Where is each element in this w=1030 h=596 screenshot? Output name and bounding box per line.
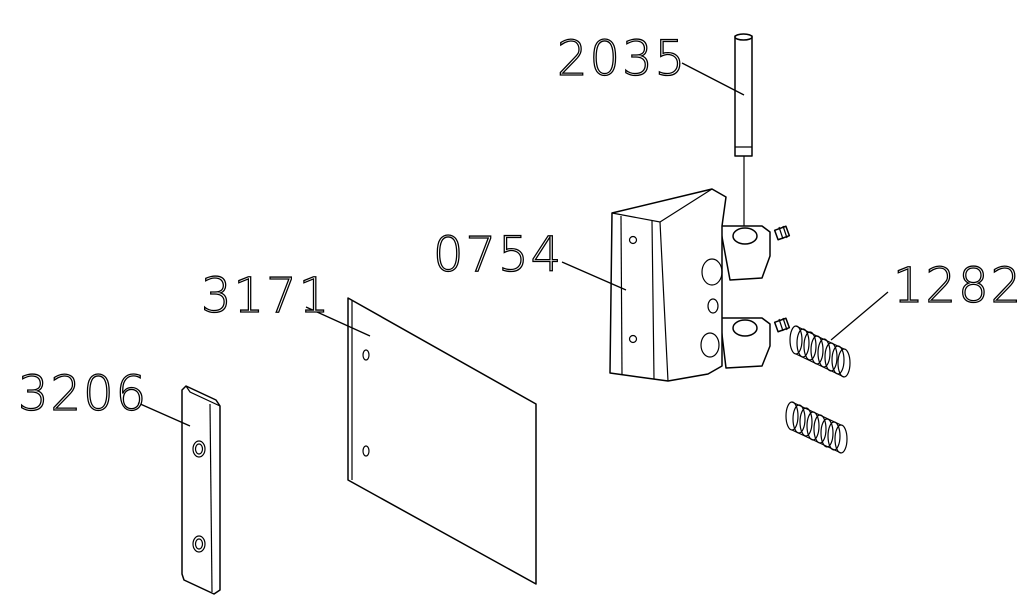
pin-part xyxy=(734,33,753,236)
label-clamp-strip: 3206 xyxy=(18,366,148,422)
leader-3206 xyxy=(137,402,191,427)
label-pin: 2035 xyxy=(557,31,687,87)
leader-lines xyxy=(137,62,889,427)
clamp-strip-part xyxy=(181,385,221,595)
leader-3171 xyxy=(305,306,371,337)
label-glass-panel: 3171 xyxy=(201,268,331,324)
glass-panel-part xyxy=(347,297,537,585)
spring-part xyxy=(785,325,851,454)
leader-0754 xyxy=(561,261,627,291)
leader-1282 xyxy=(830,291,889,341)
label-spring: 1282 xyxy=(893,258,1023,314)
label-hinge-body: 0754 xyxy=(433,227,563,283)
leader-2035 xyxy=(681,62,745,96)
hinge-body-part xyxy=(609,188,791,382)
